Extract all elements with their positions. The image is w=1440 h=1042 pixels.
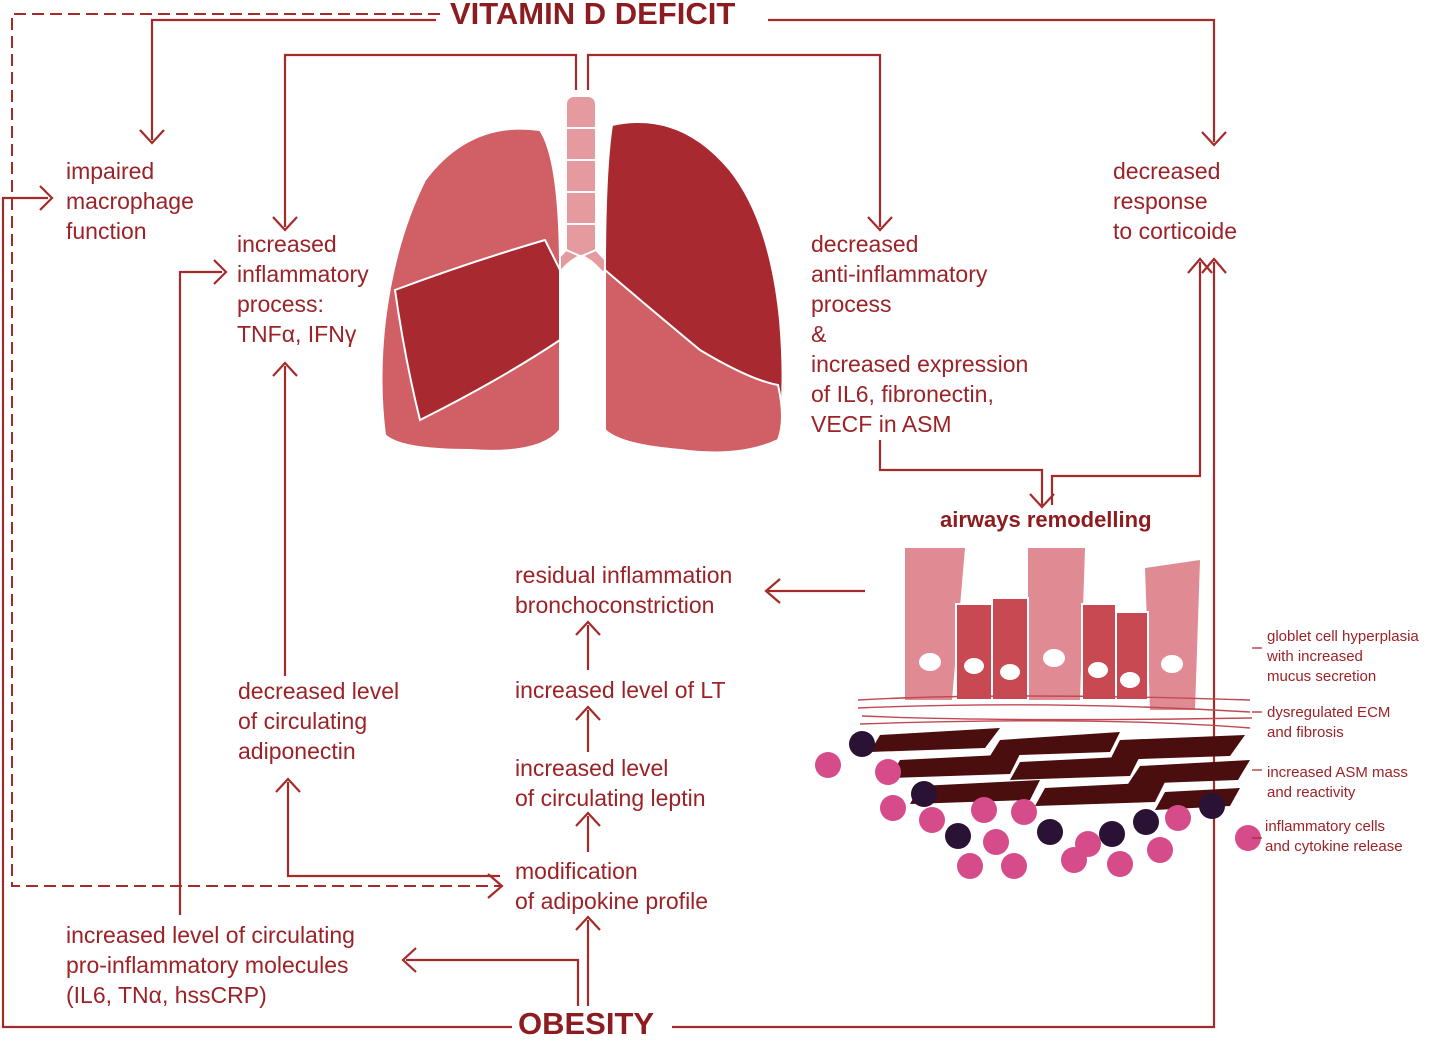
legend-leaders [1252, 647, 1262, 839]
obesity-corticoide-line [672, 262, 1216, 1029]
goblet-cell-3 [1081, 603, 1117, 701]
residual-label: residual inflammation bronchoconstrictio… [515, 562, 733, 618]
cell-nucleus [1000, 664, 1020, 680]
trachea-rings [566, 127, 596, 225]
adipokine-label: modification of adipokine profile [515, 858, 709, 914]
corticoide-arrowhead [1201, 131, 1227, 147]
cell-nucleus [1088, 662, 1108, 678]
airways-corticoide-line [1050, 262, 1202, 505]
airways-remodelling-title: airways remodelling [940, 507, 1152, 532]
macrophage-label: impaired macrophage function [66, 158, 194, 244]
corticoide-up-arrowhead [1201, 257, 1227, 274]
inflammatory-left-arrowhead [213, 259, 228, 285]
cell-nucleus [1043, 649, 1065, 667]
residual-arrowhead [764, 578, 781, 604]
corticoide-label: decreased response to corticoide [1113, 158, 1238, 244]
right-lung-lower-lobe [604, 267, 783, 454]
airways-illustration [815, 548, 1262, 879]
inflammatory-arrowhead [272, 216, 298, 232]
lungs-inflammatory-line [283, 53, 578, 227]
asm-legend: increased ASM mass and reactivity [1267, 764, 1408, 801]
inflammatory-cells [815, 731, 1261, 879]
adipokine-up-arrowhead [575, 915, 601, 931]
inflammatory-cells-legend: inflammatory cells and cytokine release [1265, 818, 1403, 855]
adiponectin-up-arrowhead [275, 777, 301, 793]
leptin-label: increased level of circulating leptin [515, 755, 706, 811]
adipokine-adiponectin-line [286, 782, 500, 878]
macrophage-arrowhead [139, 129, 165, 145]
proinflam-arrowhead [401, 947, 417, 973]
trachea [565, 95, 597, 257]
ecm-legend: dysregulated ECM and fibrosis [1267, 704, 1391, 741]
epithelial-cell-3 [1145, 560, 1200, 710]
goblet-legend: globlet cell hyperplasia with increased … [1267, 628, 1419, 685]
lt-label: increased level of LT [515, 677, 726, 703]
lungs-illustration [380, 95, 784, 454]
inflammatory-up-arrowhead [272, 361, 298, 377]
inflammatory-label: increased inflammatory process: TNFα, IF… [237, 231, 369, 347]
epithelial-cell-2 [1028, 548, 1085, 700]
lt-up-arrowhead [575, 705, 601, 721]
connector-lines [1, 13, 1227, 1029]
cell-nucleus [1161, 655, 1183, 673]
leptin-up-arrowhead [575, 811, 601, 827]
dashed-vitd-adipokine-line [11, 13, 500, 887]
goblet-cell-1 [955, 603, 993, 701]
vitamin-d-title: VITAMIN D DEFICIT [446, 0, 740, 32]
obesity-title: OBESITY [514, 1006, 659, 1042]
goblet-cell-2 [991, 597, 1029, 701]
ecm-fibres [857, 695, 1253, 729]
cell-nucleus [1120, 672, 1140, 688]
obesity-macrophage-line [1, 196, 512, 1029]
antiinflam-airways-line [878, 440, 1044, 505]
airways-down-arrowhead-left [1029, 493, 1055, 509]
left-lung-middle-lobe [393, 238, 561, 422]
macrophage-left-arrowhead [39, 185, 54, 211]
vitd-corticoide-line [768, 18, 1216, 142]
adiponectin-label: decreased level of circulating adiponect… [238, 678, 400, 764]
cell-nucleus [919, 653, 941, 671]
adipokine-arrowhead [487, 873, 504, 899]
vitd-macrophage-line [150, 18, 436, 140]
lungs-anti-inflammatory-line [586, 53, 882, 227]
corticoide-up-arrowhead-2 [1187, 257, 1213, 274]
pro-inflammatory-label: increased level of circulating pro-infla… [66, 922, 355, 1008]
proinflam-inflammatory-line [178, 270, 222, 915]
residual-up-arrowhead [575, 620, 601, 636]
anti-inflammatory-label: decreased anti-inflammatory process & in… [811, 231, 1029, 437]
anti-inflammatory-arrowhead [867, 216, 893, 232]
obesity-proinflam-line [406, 958, 580, 1010]
cell-nucleus [964, 658, 984, 674]
